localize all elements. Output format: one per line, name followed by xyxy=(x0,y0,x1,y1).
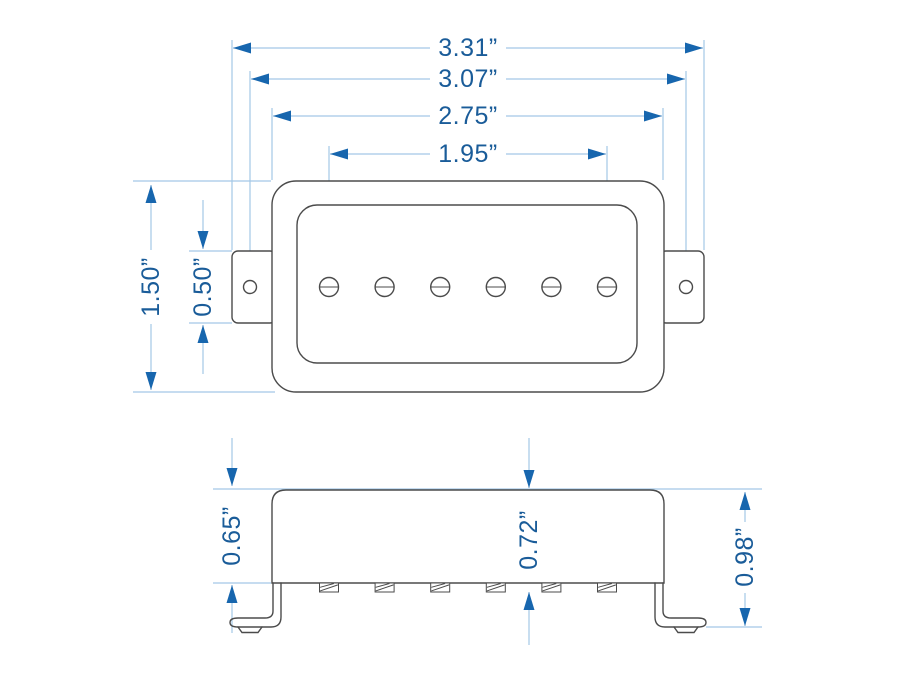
pickup-top-view xyxy=(231,180,705,393)
pole-piece-4 xyxy=(485,276,506,298)
pole-piece-2 xyxy=(374,276,395,298)
pole-screw-tip-3 xyxy=(430,582,451,593)
pickup-side-view xyxy=(229,489,707,634)
pole-piece-6 xyxy=(596,276,618,298)
mounting-leg-left xyxy=(229,582,282,628)
dimension-lines xyxy=(145,42,751,645)
mounting-leg-right xyxy=(654,582,707,628)
pole-piece-3 xyxy=(430,276,451,298)
label-pole-spread: 1.95” xyxy=(438,140,497,168)
mounting-leg-left-dimple xyxy=(237,626,263,634)
pole-piece-1 xyxy=(318,276,340,298)
label-mounting-tab-width: 0.50” xyxy=(189,257,217,316)
pole-screw-tip-5 xyxy=(541,582,562,593)
mounting-hole-right xyxy=(678,279,694,295)
label-overall-width: 3.31” xyxy=(438,34,497,62)
pickup-cover-outline xyxy=(271,180,665,393)
pickup-cover-inner-edge xyxy=(296,204,638,364)
mounting-leg-right-dimple xyxy=(673,626,699,634)
pole-screw-tip-4 xyxy=(485,582,506,593)
cover-profile xyxy=(271,489,665,584)
label-height-with-pole-tips: 0.72” xyxy=(515,510,543,569)
pole-screw-tip-1 xyxy=(319,582,339,593)
pole-piece-5 xyxy=(541,276,562,298)
label-overall-height: 0.98” xyxy=(731,527,759,586)
pole-screw-tip-2 xyxy=(374,582,395,593)
mounting-hole-left xyxy=(242,279,258,295)
label-mounting-hole-spacing: 3.07” xyxy=(438,65,497,93)
dimension-labels: 3.31” 3.07” 2.75” 1.95” 1.50” 0.50” 0.65… xyxy=(137,34,759,587)
label-cover-width: 2.75” xyxy=(438,102,497,130)
pole-screw-tip-6 xyxy=(597,582,617,593)
label-cover-height: 0.65” xyxy=(218,506,246,565)
label-cover-length: 1.50” xyxy=(137,257,165,316)
